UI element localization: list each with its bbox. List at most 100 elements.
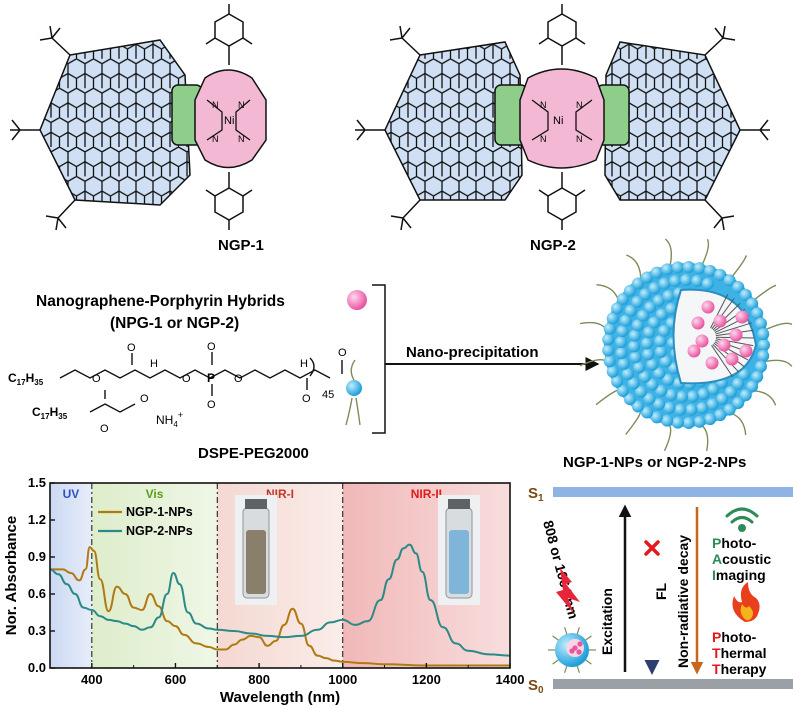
x-tick-label: 600 <box>165 672 187 687</box>
shell-bead <box>661 414 674 427</box>
chem-o-phosphate-1: O <box>182 373 191 385</box>
vial-ngp1-photo <box>235 495 277 605</box>
shell-bead <box>628 340 641 353</box>
ngp1-n4: N <box>238 134 245 144</box>
shell-bead <box>737 368 750 381</box>
s1-level <box>553 487 793 497</box>
peg-chain <box>595 389 618 406</box>
ngp1-porphyrin-core <box>194 69 267 169</box>
shell-bead <box>732 281 745 294</box>
shell-bead <box>723 403 736 416</box>
shell-bead <box>691 274 704 287</box>
shell-bead <box>643 326 656 339</box>
vial-insets <box>235 495 480 605</box>
peg-chain <box>766 359 793 367</box>
shell-bead <box>682 416 695 429</box>
shell-bead <box>663 401 676 414</box>
shell-bead <box>641 406 653 419</box>
region-label: Vis <box>146 487 164 501</box>
pai-line3: Imaging <box>712 567 766 583</box>
loaded-hybrid <box>691 316 705 330</box>
loaded-hybrid <box>701 300 715 314</box>
ngp2-mesityl-top <box>547 13 577 47</box>
loaded-hybrid <box>695 334 709 348</box>
shell-bead <box>693 262 706 275</box>
shell-bead <box>754 360 767 373</box>
chem-o-phosphate-top: O <box>207 341 216 353</box>
peg-chain <box>625 412 641 436</box>
ngp1-n3: N <box>212 134 219 144</box>
shell-bead <box>706 398 719 411</box>
shell-bead <box>654 345 667 358</box>
chem-h-amide: H <box>300 358 308 370</box>
shell-bead <box>641 337 654 350</box>
shell-bead <box>659 355 672 368</box>
hybrid-title: Nanographene-Porphyrin Hybrids <box>36 293 285 310</box>
ngp2-porphyrin-core <box>519 68 605 169</box>
x-tick-label: 400 <box>81 672 103 687</box>
shell-bead <box>680 274 693 287</box>
plot-frame <box>49 482 511 669</box>
ngp2-mesityl-bottom <box>547 187 577 221</box>
pai-line2: Acoustic <box>712 551 771 567</box>
shell-bead <box>615 347 628 360</box>
ngp2-structure: Ni N N N N NGP-2 <box>355 4 770 254</box>
ngp1-label: NGP-1 <box>218 237 264 254</box>
shell-bead <box>714 268 727 281</box>
flame-icon <box>732 582 760 622</box>
shell-bead <box>606 365 619 378</box>
shell-bead <box>665 302 678 315</box>
ptt-line3: Therapy <box>712 661 767 677</box>
ngp2-n1: N <box>540 100 547 110</box>
shell-bead <box>661 263 674 276</box>
region-label: UV <box>63 487 80 501</box>
shell-bead <box>648 316 661 329</box>
ngp1-tbu-groups <box>10 25 76 231</box>
shell-bead <box>639 288 652 301</box>
region-uv <box>50 483 92 668</box>
energy-diagram: S1 S0 808 or 1064 nm Excitation FL Non-r… <box>528 485 793 696</box>
ngp2-n4: N <box>576 134 583 144</box>
chem-o-phosphate-bottom: O <box>207 399 216 411</box>
chem-o-carbonyl-1: O <box>127 342 136 354</box>
loaded-hybrid <box>687 344 701 358</box>
dspe-structure <box>59 352 343 413</box>
shell-bead <box>696 401 709 414</box>
shell-bead <box>624 304 637 317</box>
shell-bead <box>686 390 699 403</box>
shell-bead <box>633 361 646 374</box>
shell-bead <box>648 282 661 295</box>
ngp1-n2: N <box>238 100 245 110</box>
shell-bead <box>697 387 710 400</box>
chem-c17h35-bottom: C17H35 <box>32 405 68 421</box>
shell-bead <box>616 325 629 338</box>
shell-bead <box>611 302 624 315</box>
shell-bead <box>631 319 644 332</box>
chem-o-phosphate-2: O <box>234 373 243 385</box>
peg-chain <box>753 284 777 301</box>
peg-chain <box>766 322 793 330</box>
region-nir-ii <box>342 483 510 668</box>
region-label: NIR-II <box>411 487 442 501</box>
shell-bead <box>650 266 663 279</box>
x-tick-label: 800 <box>248 672 270 687</box>
shell-bead <box>634 385 647 398</box>
process-bracket <box>372 284 386 434</box>
shell-bead <box>671 261 684 274</box>
nanoparticle-label: NGP-1-NPs or NGP-2-NPs <box>563 454 746 471</box>
shell-bead <box>682 261 695 274</box>
shell-bead <box>662 290 675 303</box>
ngp1-nickel: Ni <box>224 115 234 127</box>
vial-ngp2-photo <box>438 495 480 605</box>
ngp2-n2: N <box>576 100 583 110</box>
shell-bead <box>650 411 663 424</box>
shell-bead <box>616 384 629 397</box>
ptt-line2: Thermal <box>712 645 766 661</box>
series-ngp-1-nps <box>49 546 510 667</box>
shell-bead <box>724 386 737 399</box>
ngp1-mesityl-top <box>214 13 244 47</box>
shell-bead <box>707 383 720 396</box>
shell-bead <box>654 335 667 348</box>
